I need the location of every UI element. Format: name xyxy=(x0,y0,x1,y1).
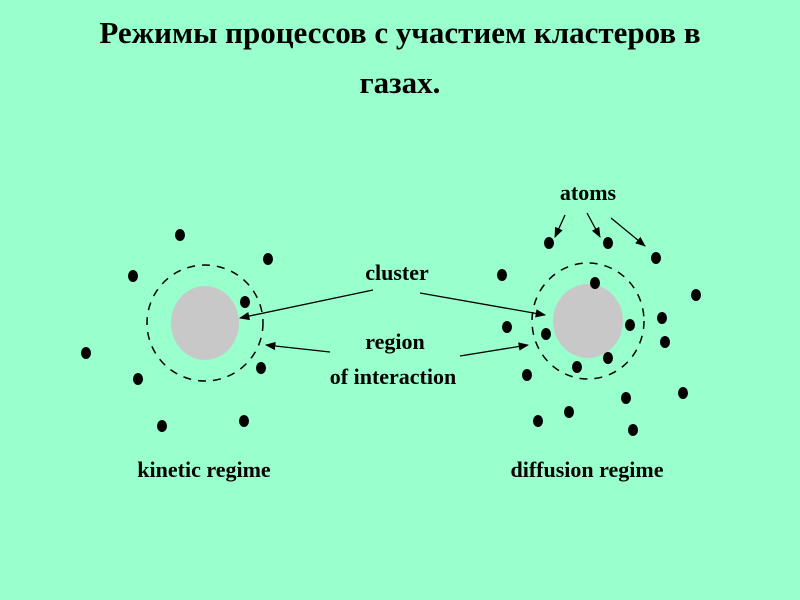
atom-dot xyxy=(533,415,543,427)
label-atoms: atoms xyxy=(560,180,617,205)
atom-dot xyxy=(502,321,512,333)
atom-dot xyxy=(497,269,507,281)
label-region: region xyxy=(365,329,424,354)
label-kinetic-regime: kinetic regime xyxy=(137,457,271,482)
label-diffusion-regime: diffusion regime xyxy=(511,457,664,482)
atom-dot xyxy=(81,347,91,359)
atom-dot xyxy=(541,328,551,340)
atom-dot xyxy=(621,392,631,404)
arrow-atoms-3 xyxy=(610,217,646,247)
atom-dot xyxy=(628,424,638,436)
atom-dot xyxy=(239,415,249,427)
atom-dot xyxy=(564,406,574,418)
atom-dot xyxy=(240,296,250,308)
interaction-region-right xyxy=(531,262,645,380)
atom-dot xyxy=(572,361,582,373)
atom-dot xyxy=(691,289,701,301)
title-line-1: Режимы процессов с участием кластеров в xyxy=(99,15,701,50)
arrow-region-right xyxy=(459,342,530,357)
atom-dot xyxy=(678,387,688,399)
atom-dot xyxy=(133,373,143,385)
atom-dot xyxy=(603,237,613,249)
arrow-region-left xyxy=(264,341,331,353)
atoms-dots xyxy=(81,229,701,436)
atom-dot xyxy=(522,369,532,381)
atom-dot xyxy=(651,252,661,264)
arrow-atoms-1 xyxy=(554,214,566,238)
label-cluster: cluster xyxy=(365,260,429,285)
atom-dot xyxy=(544,237,554,249)
atom-dot xyxy=(625,319,635,331)
interaction-region-left xyxy=(146,264,264,382)
arrow-cluster-right xyxy=(419,292,547,318)
atom-dot xyxy=(175,229,185,241)
cluster-left xyxy=(171,286,239,360)
slide-title: Режимы процессов с участием кластеров в … xyxy=(0,8,800,108)
atom-dot xyxy=(128,270,138,282)
atom-dot xyxy=(603,352,613,364)
arrow-atoms-2 xyxy=(586,212,601,238)
kinetic-cluster-group xyxy=(146,264,264,382)
atom-dot xyxy=(256,362,266,374)
arrows xyxy=(238,212,646,357)
label-of-interaction: of interaction xyxy=(330,364,456,389)
cluster-right xyxy=(553,284,623,358)
atom-dot xyxy=(590,277,600,289)
arrow-cluster-left xyxy=(238,289,374,321)
title-line-2: газах. xyxy=(359,65,441,100)
atom-dot xyxy=(157,420,167,432)
atom-dot xyxy=(657,312,667,324)
diffusion-cluster-group xyxy=(531,262,645,380)
atom-dot xyxy=(263,253,273,265)
atom-dot xyxy=(660,336,670,348)
